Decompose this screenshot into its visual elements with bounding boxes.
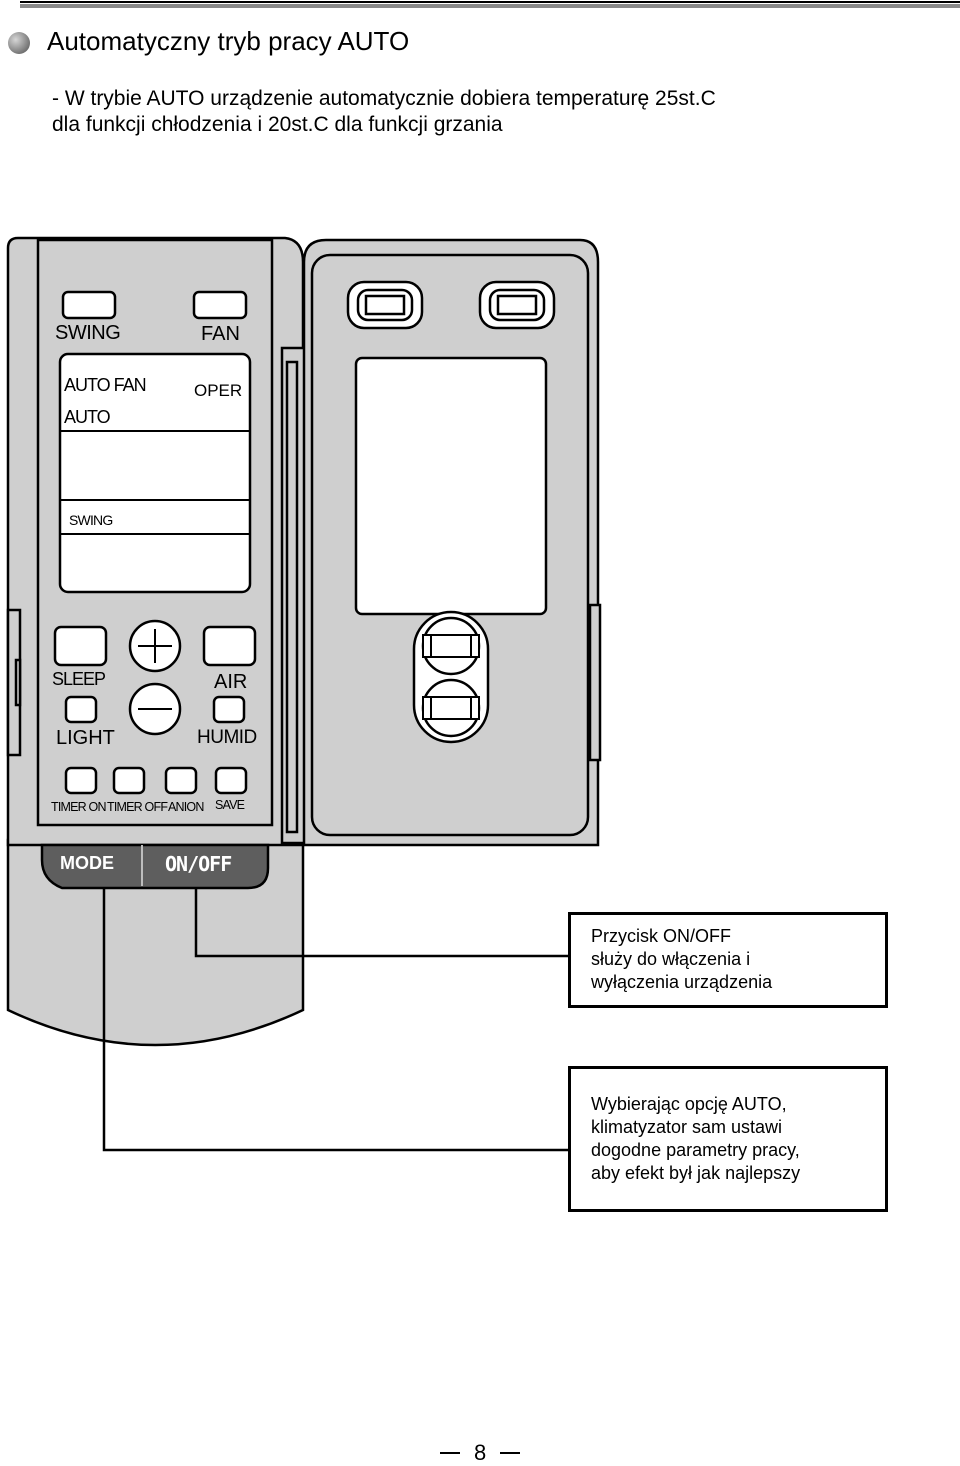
bullet-icon (8, 32, 30, 54)
page-number-dash-left (440, 1452, 460, 1454)
swing-label: SWING (55, 322, 120, 344)
auto-callout: Wybierając opcję AUTO, klimatyzator sam … (568, 1066, 888, 1212)
top-rule (20, 1, 960, 8)
onoff-button-label: ON/OFF (165, 852, 231, 876)
onoff-callout-line-3: wyłączenia urządzenia (591, 972, 773, 992)
auto-callout-line-1: Wybierając opcję AUTO, (591, 1094, 787, 1114)
fan-button (192, 290, 248, 320)
page-number-dash-right (500, 1452, 521, 1454)
anion-label: ANION (168, 800, 204, 814)
sleep-label: SLEEP (52, 669, 106, 689)
intro-line-1: - W trybie AUTO urządzenie automatycznie… (52, 87, 716, 110)
remote-handle (6, 838, 305, 1047)
save-button (214, 766, 248, 795)
page-number-value: 8 (474, 1440, 487, 1465)
sleep-button (53, 625, 108, 667)
light-button (64, 695, 98, 724)
cover-window (354, 356, 548, 616)
onoff-callout-line-1: Przycisk ON/OFF (591, 926, 731, 946)
page-number: 8 (440, 1440, 521, 1466)
intro-paragraph: - W trybie AUTO urządzenie automatycznie… (52, 86, 932, 138)
intro-line-2: dla funkcji chłodzenia i 20st.C dla funk… (52, 113, 503, 136)
lcd-display (58, 352, 252, 594)
humid-label: HUMID (197, 727, 257, 748)
light-label: LIGHT (56, 727, 115, 749)
onoff-leader-line (194, 888, 568, 958)
timer-off-label: TIMER OFF (107, 800, 168, 814)
section-heading: Automatyczny tryb pracy AUTO (8, 26, 409, 57)
swing-button (61, 290, 117, 320)
humid-button (212, 695, 246, 724)
auto-callout-line-3: dogodne parametry pracy, (591, 1140, 800, 1160)
auto-callout-line-4: aby efekt był jak najlepszy (591, 1163, 801, 1183)
timer-on-button (64, 766, 98, 795)
mode-button-label: MODE (60, 853, 114, 873)
onoff-callout-line-2: służy do włączenia i (591, 949, 751, 969)
display-auto: AUTO (64, 407, 111, 427)
air-button (202, 625, 257, 667)
display-swing: SWING (69, 512, 112, 528)
mode-leader-line (102, 888, 568, 1152)
air-label: AIR (214, 671, 247, 693)
save-label: SAVE (215, 798, 245, 812)
auto-callout-line-2: klimatyzator sam ustawi (591, 1117, 783, 1137)
anion-button (164, 766, 198, 795)
display-oper: OPER (194, 381, 242, 400)
remote-illustration: SWING FAN AUTO FAN OPER AUTO SWING SLEEP… (6, 236, 602, 1152)
heading-text: Automatyczny tryb pracy AUTO (47, 26, 410, 56)
timer-on-label: TIMER ON (51, 800, 106, 814)
onoff-callout: Przycisk ON/OFF służy do włączenia i wył… (568, 912, 888, 1008)
timer-off-button (112, 766, 146, 795)
bottom-button-bar (40, 843, 270, 890)
fan-label: FAN (201, 323, 240, 345)
display-auto-fan: AUTO FAN (64, 375, 146, 395)
